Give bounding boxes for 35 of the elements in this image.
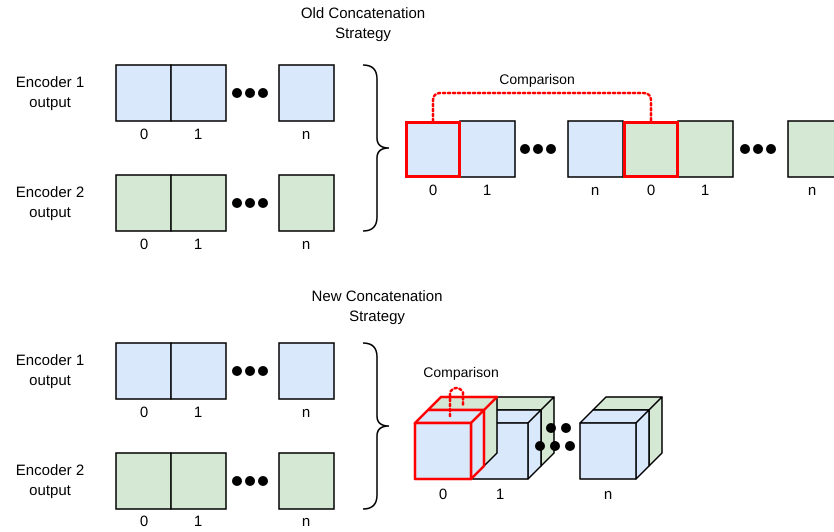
highlighted-cell: [623, 121, 679, 178]
comparison-line: [432, 92, 652, 122]
comparison-line: [448, 386, 464, 418]
edge-label: Comparison: [423, 363, 499, 382]
index-number: n: [590, 181, 600, 201]
index-number: 1: [194, 512, 202, 532]
index-number: 1: [496, 485, 504, 505]
index-number: 1: [194, 125, 202, 145]
index-number: 0: [428, 181, 438, 201]
row-label: Encoder 2 output: [14, 461, 86, 501]
index-number: n: [808, 181, 816, 201]
index-number: 1: [194, 235, 202, 255]
index-number: n: [302, 125, 310, 145]
index-number: n: [302, 512, 310, 532]
index-number: n: [302, 403, 310, 423]
row-label: Encoder 1 output: [14, 351, 86, 391]
index-number: n: [604, 485, 612, 505]
highlighted-cell: [405, 121, 461, 178]
index-number: 1: [700, 181, 710, 201]
index-number: 0: [646, 181, 656, 201]
index-number: 0: [438, 485, 448, 505]
index-number: 1: [482, 181, 492, 201]
row-label: Encoder 2 output: [14, 183, 86, 223]
heading: New Concatenation Strategy: [310, 287, 444, 327]
highlighted-cube: [427, 396, 498, 467]
heading: Old Concatenation Strategy: [300, 4, 426, 44]
index-number: n: [302, 235, 310, 255]
index-number: 0: [140, 512, 148, 532]
index-number: 0: [140, 125, 148, 145]
highlighted-cube: [414, 409, 485, 480]
row-label: Encoder 1 output: [14, 73, 86, 113]
edge-label: Comparison: [499, 70, 575, 89]
index-number: 1: [194, 403, 202, 423]
index-number: 0: [140, 403, 148, 423]
index-number: 0: [140, 235, 148, 255]
